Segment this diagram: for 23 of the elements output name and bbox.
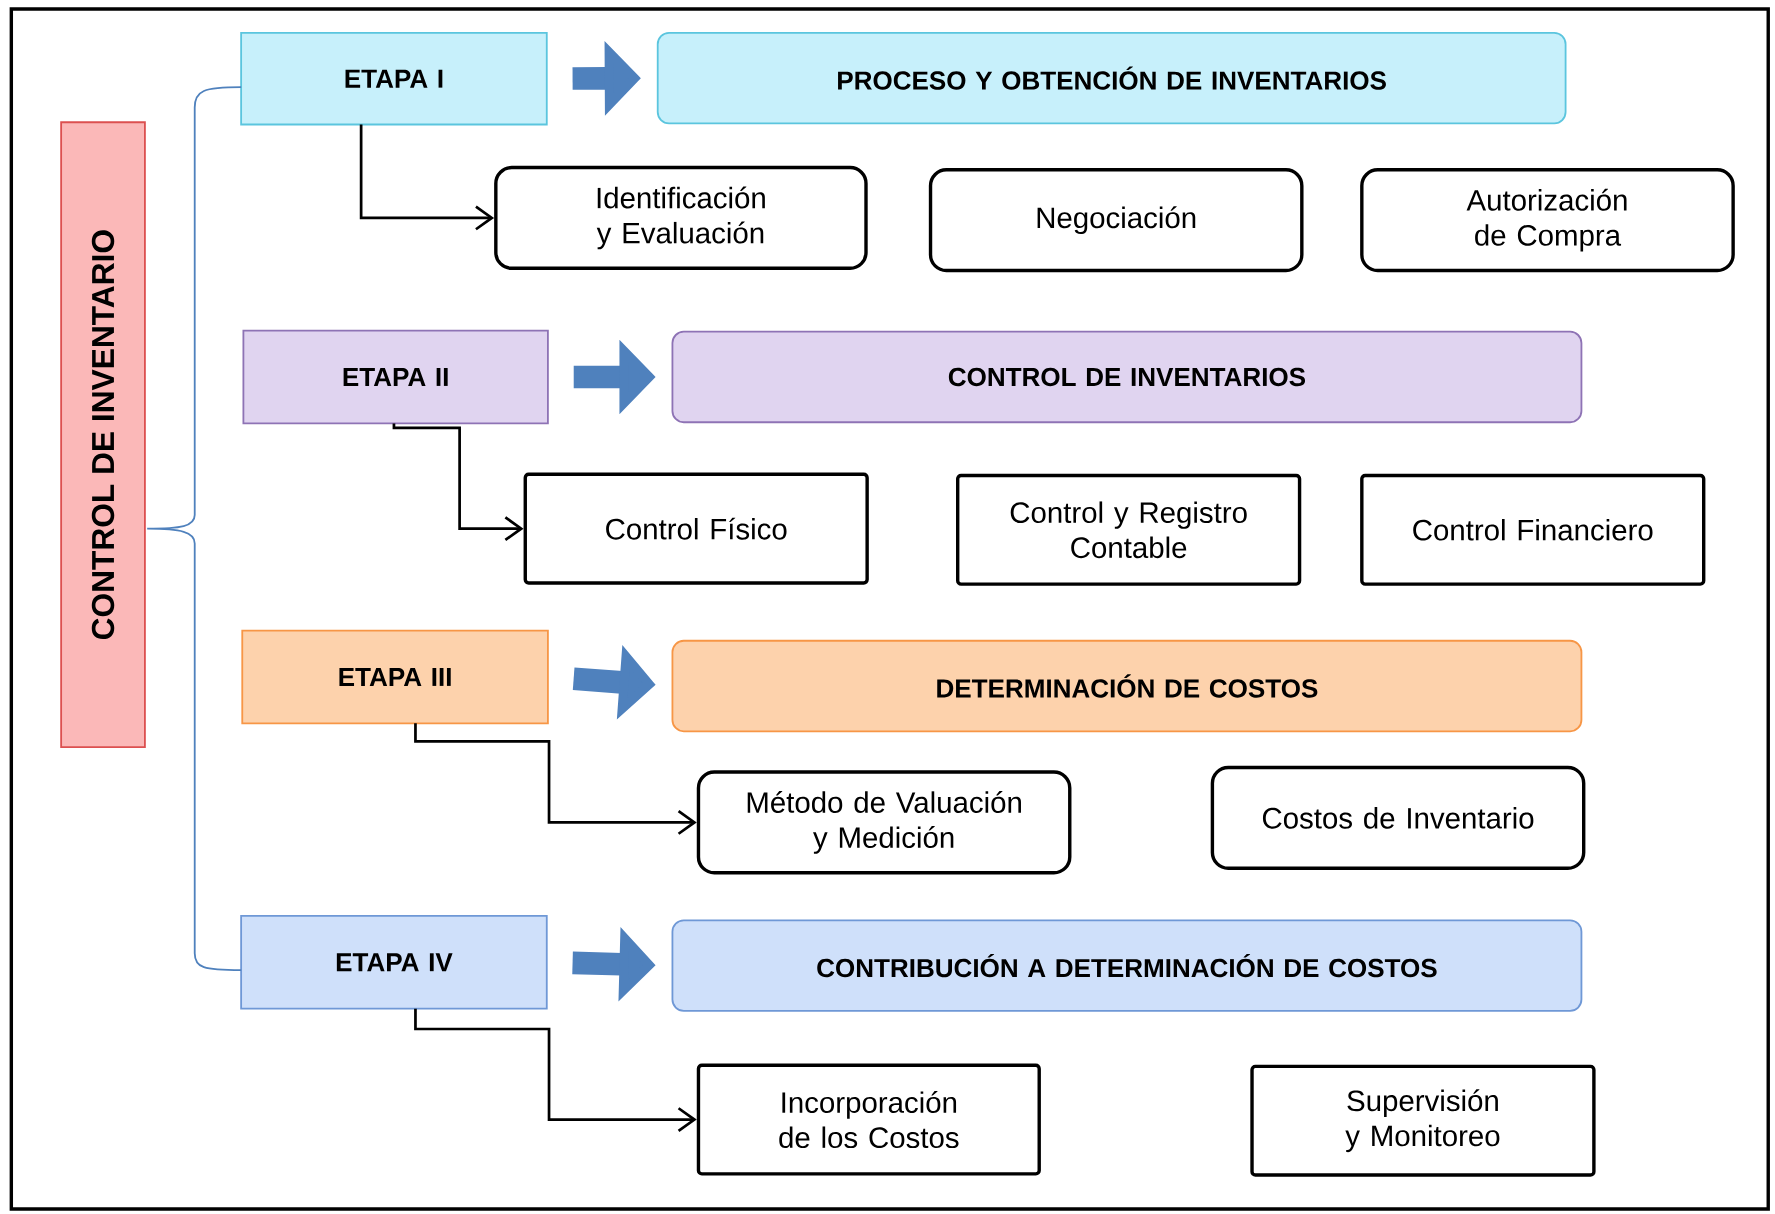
elbow-arrow (414, 1008, 697, 1133)
process-box: Autorización de Compra (1360, 168, 1735, 273)
elbow-arrow (414, 723, 697, 836)
process-box: Control y Registro Contable (956, 474, 1302, 587)
process-box: Costos de Inventario (1210, 766, 1586, 871)
stage-box: ETAPA III (241, 629, 549, 725)
title-box: DETERMINACIÓN DE COSTOS (671, 640, 1583, 733)
stage-box: ETAPA II (242, 329, 549, 425)
title-box: CONTRIBUCIÓN A DETERMINACIÓN DE COSTOS (671, 919, 1583, 1013)
stage-box: ETAPA I (240, 32, 548, 126)
elbow-arrow (392, 423, 524, 542)
side-banner: CONTROL DE INVENTARIO (60, 121, 146, 749)
title-box: CONTROL DE INVENTARIOS (671, 331, 1583, 424)
process-box: Negociación (928, 168, 1304, 273)
process-box: Identificación y Evaluación (494, 166, 868, 271)
process-box: Control Físico (523, 472, 869, 585)
stage-box: ETAPA IV (240, 915, 548, 1010)
process-box: Supervisión y Monitoreo (1250, 1064, 1596, 1177)
process-box: Método de Valuación y Medición (696, 770, 1072, 875)
process-box: Incorporación de los Costos (696, 1063, 1041, 1176)
process-box: Control Financiero (1360, 474, 1706, 587)
elbow-arrow (359, 124, 495, 231)
title-box: PROCESO Y OBTENCIÓN DE INVENTARIOS (656, 32, 1567, 125)
